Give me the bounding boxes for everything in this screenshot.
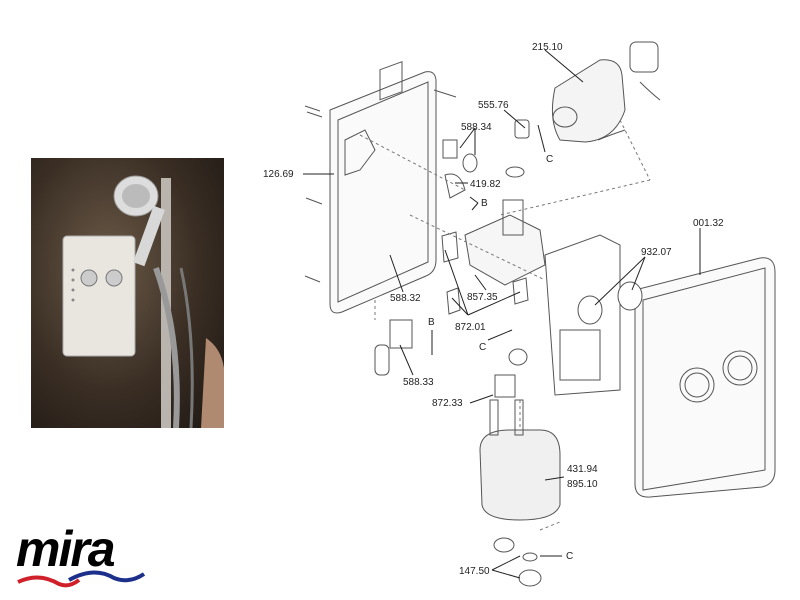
part-label-588-33: 588.33 bbox=[403, 377, 434, 388]
shower-unit-photo-icon bbox=[62, 175, 224, 428]
callout-c: C bbox=[566, 551, 574, 562]
part-label-932-07: 932.07 bbox=[641, 247, 672, 258]
part-label-588-32: 588.32 bbox=[390, 293, 421, 304]
valve-part bbox=[464, 214, 546, 286]
part-label-895-10: 895.10 bbox=[567, 479, 598, 490]
callout-b: B bbox=[428, 317, 435, 328]
callout-c: C bbox=[479, 342, 487, 353]
heater-tank-part bbox=[479, 429, 561, 521]
part-label-588-34: 588.34 bbox=[461, 122, 492, 133]
mira-logo-icon: mira bbox=[16, 521, 146, 588]
backplate-part bbox=[329, 71, 437, 314]
mira-logo: mira bbox=[14, 521, 149, 592]
pump-part bbox=[551, 59, 626, 143]
part-label-555-76: 555.76 bbox=[478, 100, 509, 111]
part-label-419-82: 419.82 bbox=[470, 179, 501, 190]
part-label-431-94: 431.94 bbox=[567, 464, 598, 475]
part-label-001-32: 001.32 bbox=[693, 218, 724, 229]
part-label-872-01: 872.01 bbox=[455, 322, 486, 333]
part-label-857-35: 857.35 bbox=[467, 292, 498, 303]
part-label-215-10: 215.10 bbox=[532, 42, 563, 53]
callout-c: C bbox=[546, 154, 554, 165]
part-label-126-69: 126.69 bbox=[263, 169, 294, 180]
part-label-872-33: 872.33 bbox=[432, 398, 463, 409]
product-photo bbox=[31, 158, 224, 428]
svg-text:mira: mira bbox=[16, 522, 115, 577]
part-label-147-50: 147.50 bbox=[459, 566, 490, 577]
callout-b: B bbox=[481, 198, 488, 209]
cover-part bbox=[634, 257, 776, 498]
